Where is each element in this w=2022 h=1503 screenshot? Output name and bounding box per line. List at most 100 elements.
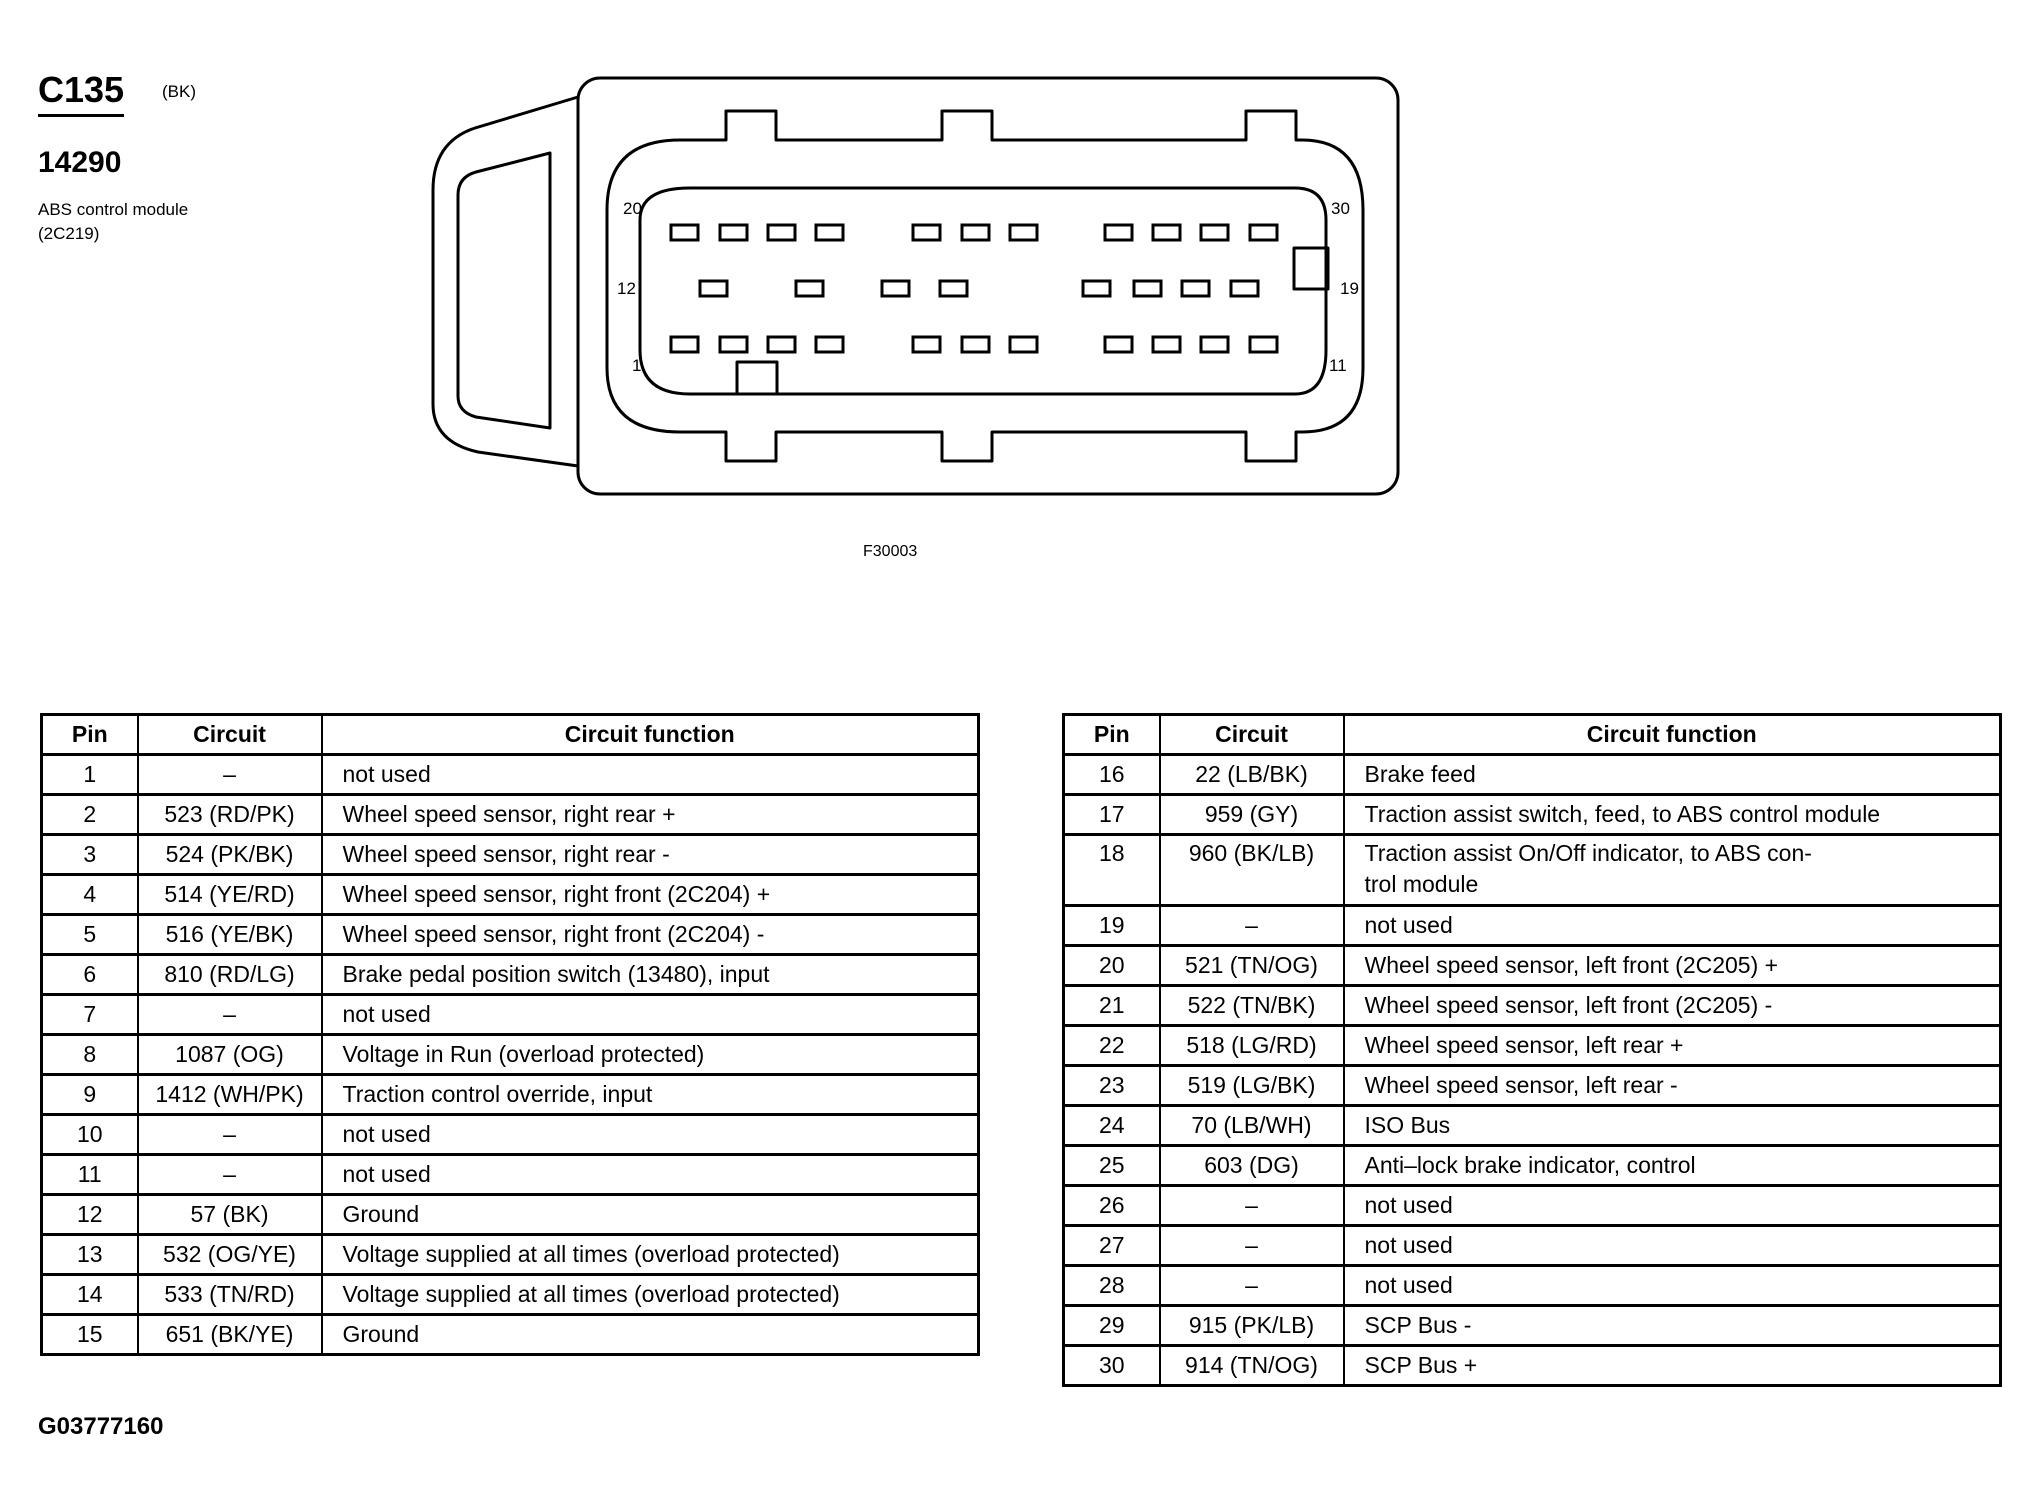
circuit-code: 57 (BK) bbox=[136, 1194, 323, 1236]
connector-latch bbox=[431, 95, 579, 468]
circuit-function-text: not used bbox=[342, 1121, 431, 1147]
connector-color: (BK) bbox=[162, 82, 196, 101]
circuit-code: 810 (RD/LG) bbox=[136, 954, 323, 996]
circuit-function-text: Wheel speed sensor, right front (2C204) … bbox=[342, 881, 771, 907]
header-pin: Pin bbox=[40, 714, 139, 756]
header-function: Circuit function bbox=[320, 714, 980, 756]
pin-number: 5 bbox=[40, 914, 139, 956]
pin-number: 25 bbox=[1062, 1145, 1161, 1187]
key-right bbox=[1292, 246, 1330, 291]
circuit-function-text: Wheel speed sensor, left front (2C205) + bbox=[1364, 952, 1779, 978]
pin-slot bbox=[911, 335, 942, 354]
circuit-code: 70 (LB/WH) bbox=[1158, 1105, 1345, 1147]
table-row: 26–not used bbox=[1062, 1185, 2002, 1227]
header-circuit: Circuit bbox=[136, 714, 323, 756]
pin-number: 7 bbox=[40, 994, 139, 1036]
pin-slot bbox=[1199, 335, 1230, 354]
circuit-function: not used bbox=[1342, 1185, 2002, 1227]
pin-number: 9 bbox=[40, 1074, 139, 1116]
pin-slot bbox=[960, 335, 991, 354]
circuit-function-text: Anti–lock brake indicator, control bbox=[1364, 1152, 1696, 1178]
pin-slot bbox=[766, 335, 797, 354]
pin-number: 22 bbox=[1062, 1025, 1161, 1067]
circuit-function-text: Wheel speed sensor, right front (2C204) … bbox=[342, 921, 765, 947]
pin-number: 17 bbox=[1062, 794, 1161, 836]
circuit-code: – bbox=[136, 1114, 323, 1156]
circuit-function-text: Traction assist On/Off indicator, to ABS… bbox=[1364, 840, 1812, 866]
circuit-function-text: SCP Bus - bbox=[1364, 1312, 1472, 1338]
circuit-function: Wheel speed sensor, right front (2C204) … bbox=[320, 914, 980, 956]
module-name-line2: (2C219) bbox=[38, 224, 100, 243]
pin-slot bbox=[766, 223, 797, 242]
pin-label-12: 12 bbox=[617, 279, 636, 298]
connector-id: C135 bbox=[38, 70, 125, 117]
pin-number: 28 bbox=[1062, 1265, 1161, 1307]
circuit-function: not used bbox=[320, 994, 980, 1036]
circuit-function-text: not used bbox=[342, 1161, 431, 1187]
circuit-code: 651 (BK/YE) bbox=[136, 1314, 323, 1356]
table-row: 10–not used bbox=[40, 1114, 980, 1156]
circuit-code: 524 (PK/BK) bbox=[136, 834, 323, 876]
table-row: 27–not used bbox=[1062, 1225, 2002, 1267]
circuit-function: Ground bbox=[320, 1194, 980, 1236]
circuit-function-text: not used bbox=[1364, 1192, 1453, 1218]
circuit-function: Traction assist switch, feed, to ABS con… bbox=[1342, 794, 2002, 836]
key-bottom bbox=[735, 360, 779, 396]
pin-slot bbox=[718, 223, 749, 242]
circuit-function: Voltage supplied at all times (overload … bbox=[320, 1274, 980, 1316]
circuit-function: not used bbox=[320, 1114, 980, 1156]
circuit-function-text: not used bbox=[342, 761, 431, 787]
circuit-function-text: Ground bbox=[342, 1321, 420, 1347]
circuit-function-text: Voltage in Run (overload protected) bbox=[342, 1041, 705, 1067]
circuit-function: Voltage in Run (overload protected) bbox=[320, 1034, 980, 1076]
pin-number: 27 bbox=[1062, 1225, 1161, 1267]
circuit-code: 523 (RD/PK) bbox=[136, 794, 323, 836]
table-row: 19–not used bbox=[1062, 905, 2002, 947]
circuit-code: – bbox=[136, 1154, 323, 1196]
circuit-code: 532 (OG/YE) bbox=[136, 1234, 323, 1276]
pin-slot bbox=[1180, 279, 1211, 298]
module-name: ABS control module (2C219) bbox=[38, 198, 188, 246]
circuit-code: – bbox=[1158, 905, 1345, 947]
circuit-function-text: Wheel speed sensor, left rear - bbox=[1364, 1072, 1678, 1098]
pin-number: 13 bbox=[40, 1234, 139, 1276]
circuit-code: – bbox=[136, 994, 323, 1036]
circuit-function-text: Brake feed bbox=[1364, 761, 1476, 787]
pin-slot bbox=[698, 279, 729, 298]
header-circuit: Circuit bbox=[1158, 714, 1345, 756]
circuit-function: Ground bbox=[320, 1314, 980, 1356]
pin-slot bbox=[1103, 223, 1134, 242]
circuit-code: 514 (YE/RD) bbox=[136, 874, 323, 916]
pin-number: 3 bbox=[40, 834, 139, 876]
circuit-code: 519 (LG/BK) bbox=[1158, 1065, 1345, 1107]
pin-slot bbox=[1248, 335, 1279, 354]
pin-number: 14 bbox=[40, 1274, 139, 1316]
pin-slot bbox=[1151, 223, 1182, 242]
pin-number: 18 bbox=[1062, 834, 1161, 907]
circuit-code: – bbox=[1158, 1225, 1345, 1267]
circuit-function-text: Wheel speed sensor, left rear + bbox=[1364, 1032, 1684, 1058]
pin-slot bbox=[1081, 279, 1112, 298]
circuit-function-text: Wheel speed sensor, left front (2C205) - bbox=[1364, 992, 1773, 1018]
circuit-function: Wheel speed sensor, left front (2C205) + bbox=[1342, 945, 2002, 987]
table-row: 11–not used bbox=[40, 1154, 980, 1196]
pin-slot bbox=[1008, 335, 1039, 354]
pin-slot bbox=[814, 335, 845, 354]
circuit-code: 1412 (WH/PK) bbox=[136, 1074, 323, 1116]
pin-number: 11 bbox=[40, 1154, 139, 1196]
circuit-function-text: Wheel speed sensor, right rear - bbox=[342, 841, 670, 867]
pin-slot bbox=[911, 223, 942, 242]
